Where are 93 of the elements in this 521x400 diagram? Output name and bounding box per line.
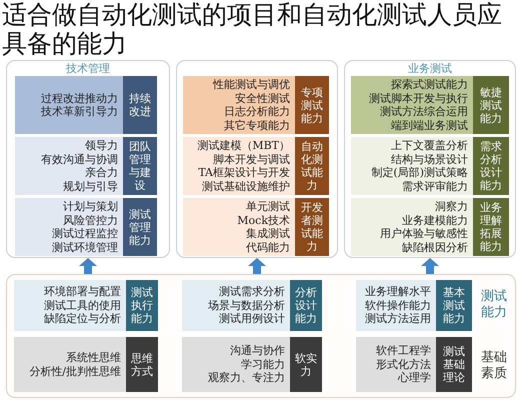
category-tag: 思维方式: [126, 337, 158, 392]
column-panel: [344, 60, 516, 258]
column-panel: [176, 60, 338, 258]
skill-item: 制定(局部)测试策略: [371, 166, 468, 180]
up-arrow: [248, 258, 266, 274]
skill-card: [351, 198, 473, 256]
column-heading: 业务测试: [408, 62, 452, 75]
skill-item: 测试工具的使用: [44, 298, 121, 312]
skill-item: 计划与策划: [63, 200, 118, 214]
foundation-panel: [6, 274, 516, 398]
skill-item: 学习能力: [241, 358, 285, 372]
skill-item: 端到端业务测试: [391, 118, 468, 132]
skill-card: [183, 76, 295, 134]
skill-item: 场景与数据分析: [208, 298, 285, 312]
skill-item: 测试用例设计: [219, 312, 285, 326]
skill-card: [183, 198, 295, 256]
up-arrow: [421, 258, 439, 274]
row-heading: 测试能力: [480, 289, 508, 321]
skill-item: Mock技术: [237, 214, 290, 227]
skill-item: 用户体验与敏感性: [380, 227, 468, 240]
skill-card: [351, 137, 473, 195]
column-heading: 技术管理: [66, 62, 110, 75]
skill-item: 风险管控力: [63, 214, 118, 227]
category-tag: 专项测试能力: [295, 76, 329, 134]
up-arrow: [79, 258, 97, 274]
category-tag: 自动化测试能力: [295, 137, 329, 195]
category-tag: 测试管理能力: [123, 198, 157, 256]
skill-item: 测试需求分析: [219, 285, 285, 299]
skill-card: [182, 280, 290, 331]
skill-item: 需求评审能力: [402, 180, 468, 193]
skill-item: 过程改进推动力: [41, 92, 118, 105]
skill-card: [15, 76, 123, 134]
skill-item: 软件操作能力: [365, 298, 431, 312]
skill-item: 测试脚本开发与执行: [369, 92, 468, 105]
skill-item: 缺陷定位与分析: [44, 312, 121, 326]
title: 适合做自动化测试的项目和自动化测试人员应具备的能力: [2, 0, 503, 58]
skill-item: 环境部署与配置: [44, 285, 121, 299]
skill-card: [182, 337, 290, 392]
skill-item: 心理学: [398, 371, 431, 385]
skill-card: [356, 337, 436, 392]
skill-card: [351, 76, 473, 134]
skill-item: 测试过程监控: [52, 227, 118, 240]
skill-item: 性能测试与调优: [213, 78, 290, 92]
category-tag: 基本测试能力: [436, 280, 472, 331]
category-tag: 测试基础理论: [436, 337, 472, 392]
skill-item: 观察力、专注力: [208, 371, 285, 385]
skill-item: 其它专项能力: [224, 118, 290, 132]
skill-item: 规划与引导: [63, 180, 118, 193]
skill-item: TA框架设计与开发: [198, 166, 290, 180]
skill-item: 上下文覆盖分析: [391, 139, 468, 152]
skill-item: 安全性测试: [235, 92, 290, 105]
skill-item: 系统性思维: [66, 351, 121, 364]
skill-item: 探索式测试能力: [391, 78, 468, 92]
skill-item: 缺陷根因分析: [402, 240, 468, 254]
category-tag: 需求分析设计能力: [473, 137, 509, 195]
skill-item: 结构与场景设计: [391, 152, 468, 166]
category-tag: 持续改进: [123, 76, 157, 134]
skill-item: 脚本开发与调试: [213, 152, 290, 166]
skill-card: [14, 337, 126, 392]
skill-item: 有效沟通与协调: [41, 152, 118, 166]
skill-item: 沟通与协作: [230, 344, 285, 358]
skill-item: 领导力: [85, 139, 118, 152]
skill-item: 单元测试: [246, 200, 290, 214]
column-panel: [6, 60, 170, 258]
category-tag: 开发者测试能力: [295, 198, 329, 256]
skill-item: 业务理解水平: [365, 285, 431, 299]
skill-item: 测试基础设施维护: [202, 180, 290, 193]
skill-item: 技术革新引导力: [41, 105, 118, 118]
skill-card: [183, 137, 295, 195]
skill-item: 分析性/批判性思维: [29, 364, 121, 378]
category-tag: 分析设计能力: [290, 280, 322, 331]
skill-item: 代码能力: [246, 240, 290, 254]
skill-item: 洞察力: [435, 200, 468, 214]
skill-item: 日志分析能力: [224, 105, 290, 118]
skill-card: [15, 137, 123, 195]
category-tag: 团队管理与建设: [123, 137, 157, 195]
category-tag: 测试执行能力: [126, 280, 158, 331]
skill-item: 测试环境管理: [52, 240, 118, 254]
skill-item: 测试建模（MBT）: [197, 139, 290, 152]
skill-item: 测试方法综合运用: [380, 105, 468, 118]
category-tag: 业务理解拓展能力: [473, 198, 509, 256]
skill-item: 亲合力: [85, 166, 118, 180]
skill-card: [356, 280, 436, 331]
skill-item: 集成测试: [246, 227, 290, 240]
skill-item: 形式化方法: [376, 358, 431, 372]
category-tag: 敏捷测试能力: [473, 76, 509, 134]
skill-item: 软件工程学: [376, 344, 431, 358]
category-tag: 软实力: [290, 337, 322, 392]
skill-card: [15, 198, 123, 256]
skill-item: 业务建模能力: [402, 214, 468, 227]
row-heading: 基础素质: [480, 350, 508, 382]
skill-card: [14, 280, 126, 331]
skill-item: 测试方法运用: [365, 312, 431, 326]
